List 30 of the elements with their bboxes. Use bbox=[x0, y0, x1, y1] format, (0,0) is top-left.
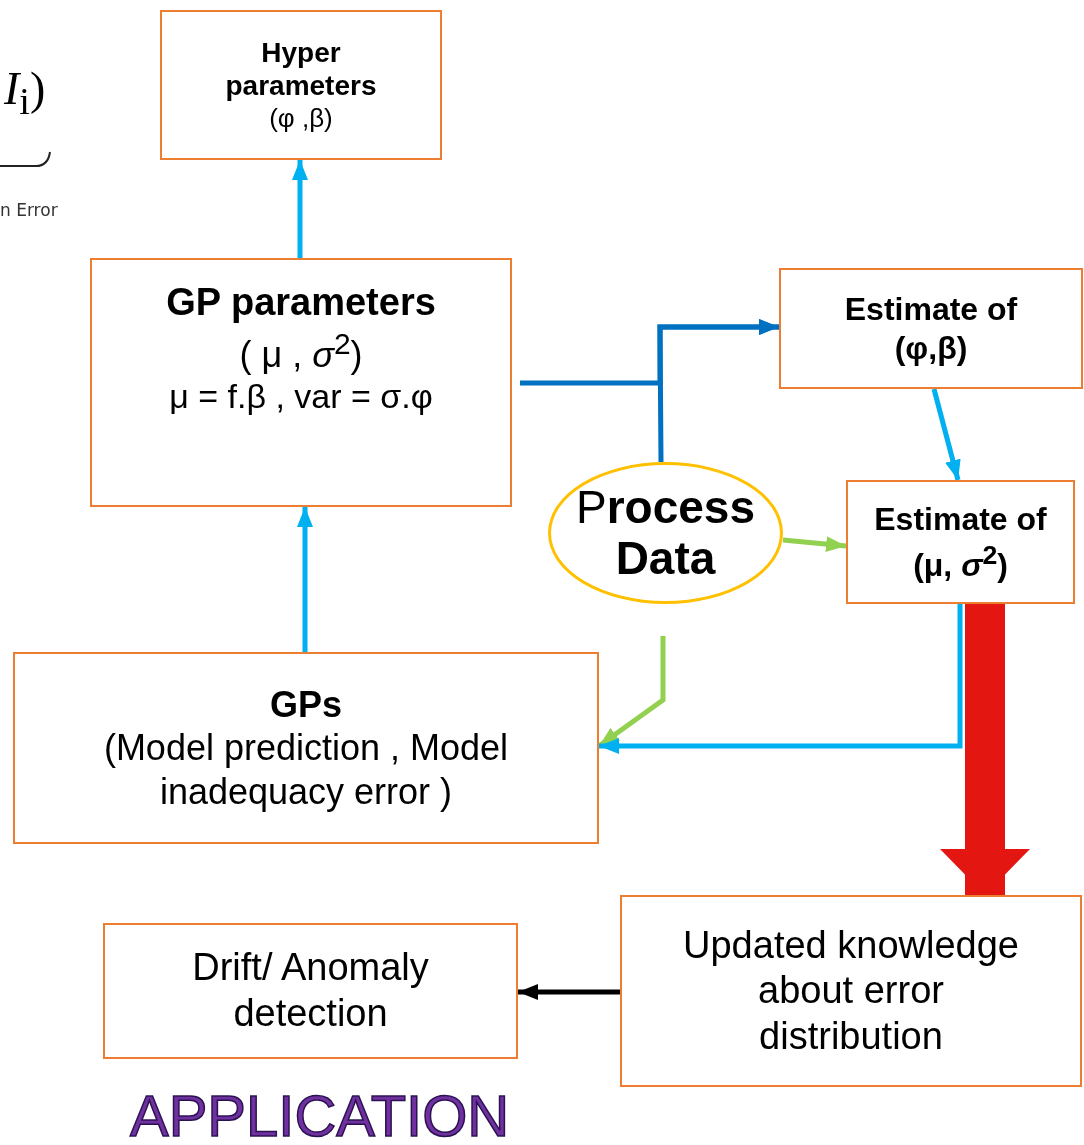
detection-box bbox=[103, 923, 518, 1059]
estimate-box bbox=[779, 268, 1083, 389]
box-text: (φ ,β) bbox=[269, 103, 333, 135]
arrow bbox=[518, 984, 620, 1000]
parameter-box bbox=[90, 258, 512, 507]
arrow bbox=[782, 536, 847, 553]
knowledge-box bbox=[620, 895, 1082, 1087]
arrow bbox=[931, 388, 961, 481]
arrow bbox=[599, 604, 963, 754]
box-heading: GP parameters bbox=[166, 280, 436, 325]
arrow bbox=[297, 507, 313, 652]
box-text: (Model prediction , Model inadequacy error ) bbox=[102, 726, 510, 813]
box-text: Estimate of (μ, σ$^{2}$) bbox=[873, 500, 1048, 584]
box-text: Estimate of (φ,β) bbox=[843, 290, 1019, 367]
box-text: Updated knowledge about error distribution bbox=[682, 922, 1020, 1059]
model-box bbox=[13, 652, 599, 844]
arrow bbox=[292, 160, 308, 258]
arrow bbox=[657, 319, 779, 462]
box-text: Process Data bbox=[575, 482, 756, 584]
estimate-box bbox=[846, 480, 1075, 604]
box-text: μ = f.β , var = σ.φ bbox=[169, 375, 433, 417]
parameter-box bbox=[160, 10, 442, 160]
formula-fragment: I$_{i}$) bbox=[4, 62, 46, 124]
box-text: ( μ , σ$^{2}$) bbox=[239, 325, 363, 376]
box-text: Drift/ Anomaly detection bbox=[191, 945, 430, 1036]
box-heading: GPs bbox=[269, 683, 342, 727]
block-arrow bbox=[940, 604, 1030, 895]
caption-text: n Error bbox=[0, 200, 58, 220]
section-heading: APPLICATION bbox=[130, 1082, 510, 1145]
box-heading: Hyper parameters bbox=[224, 35, 378, 103]
